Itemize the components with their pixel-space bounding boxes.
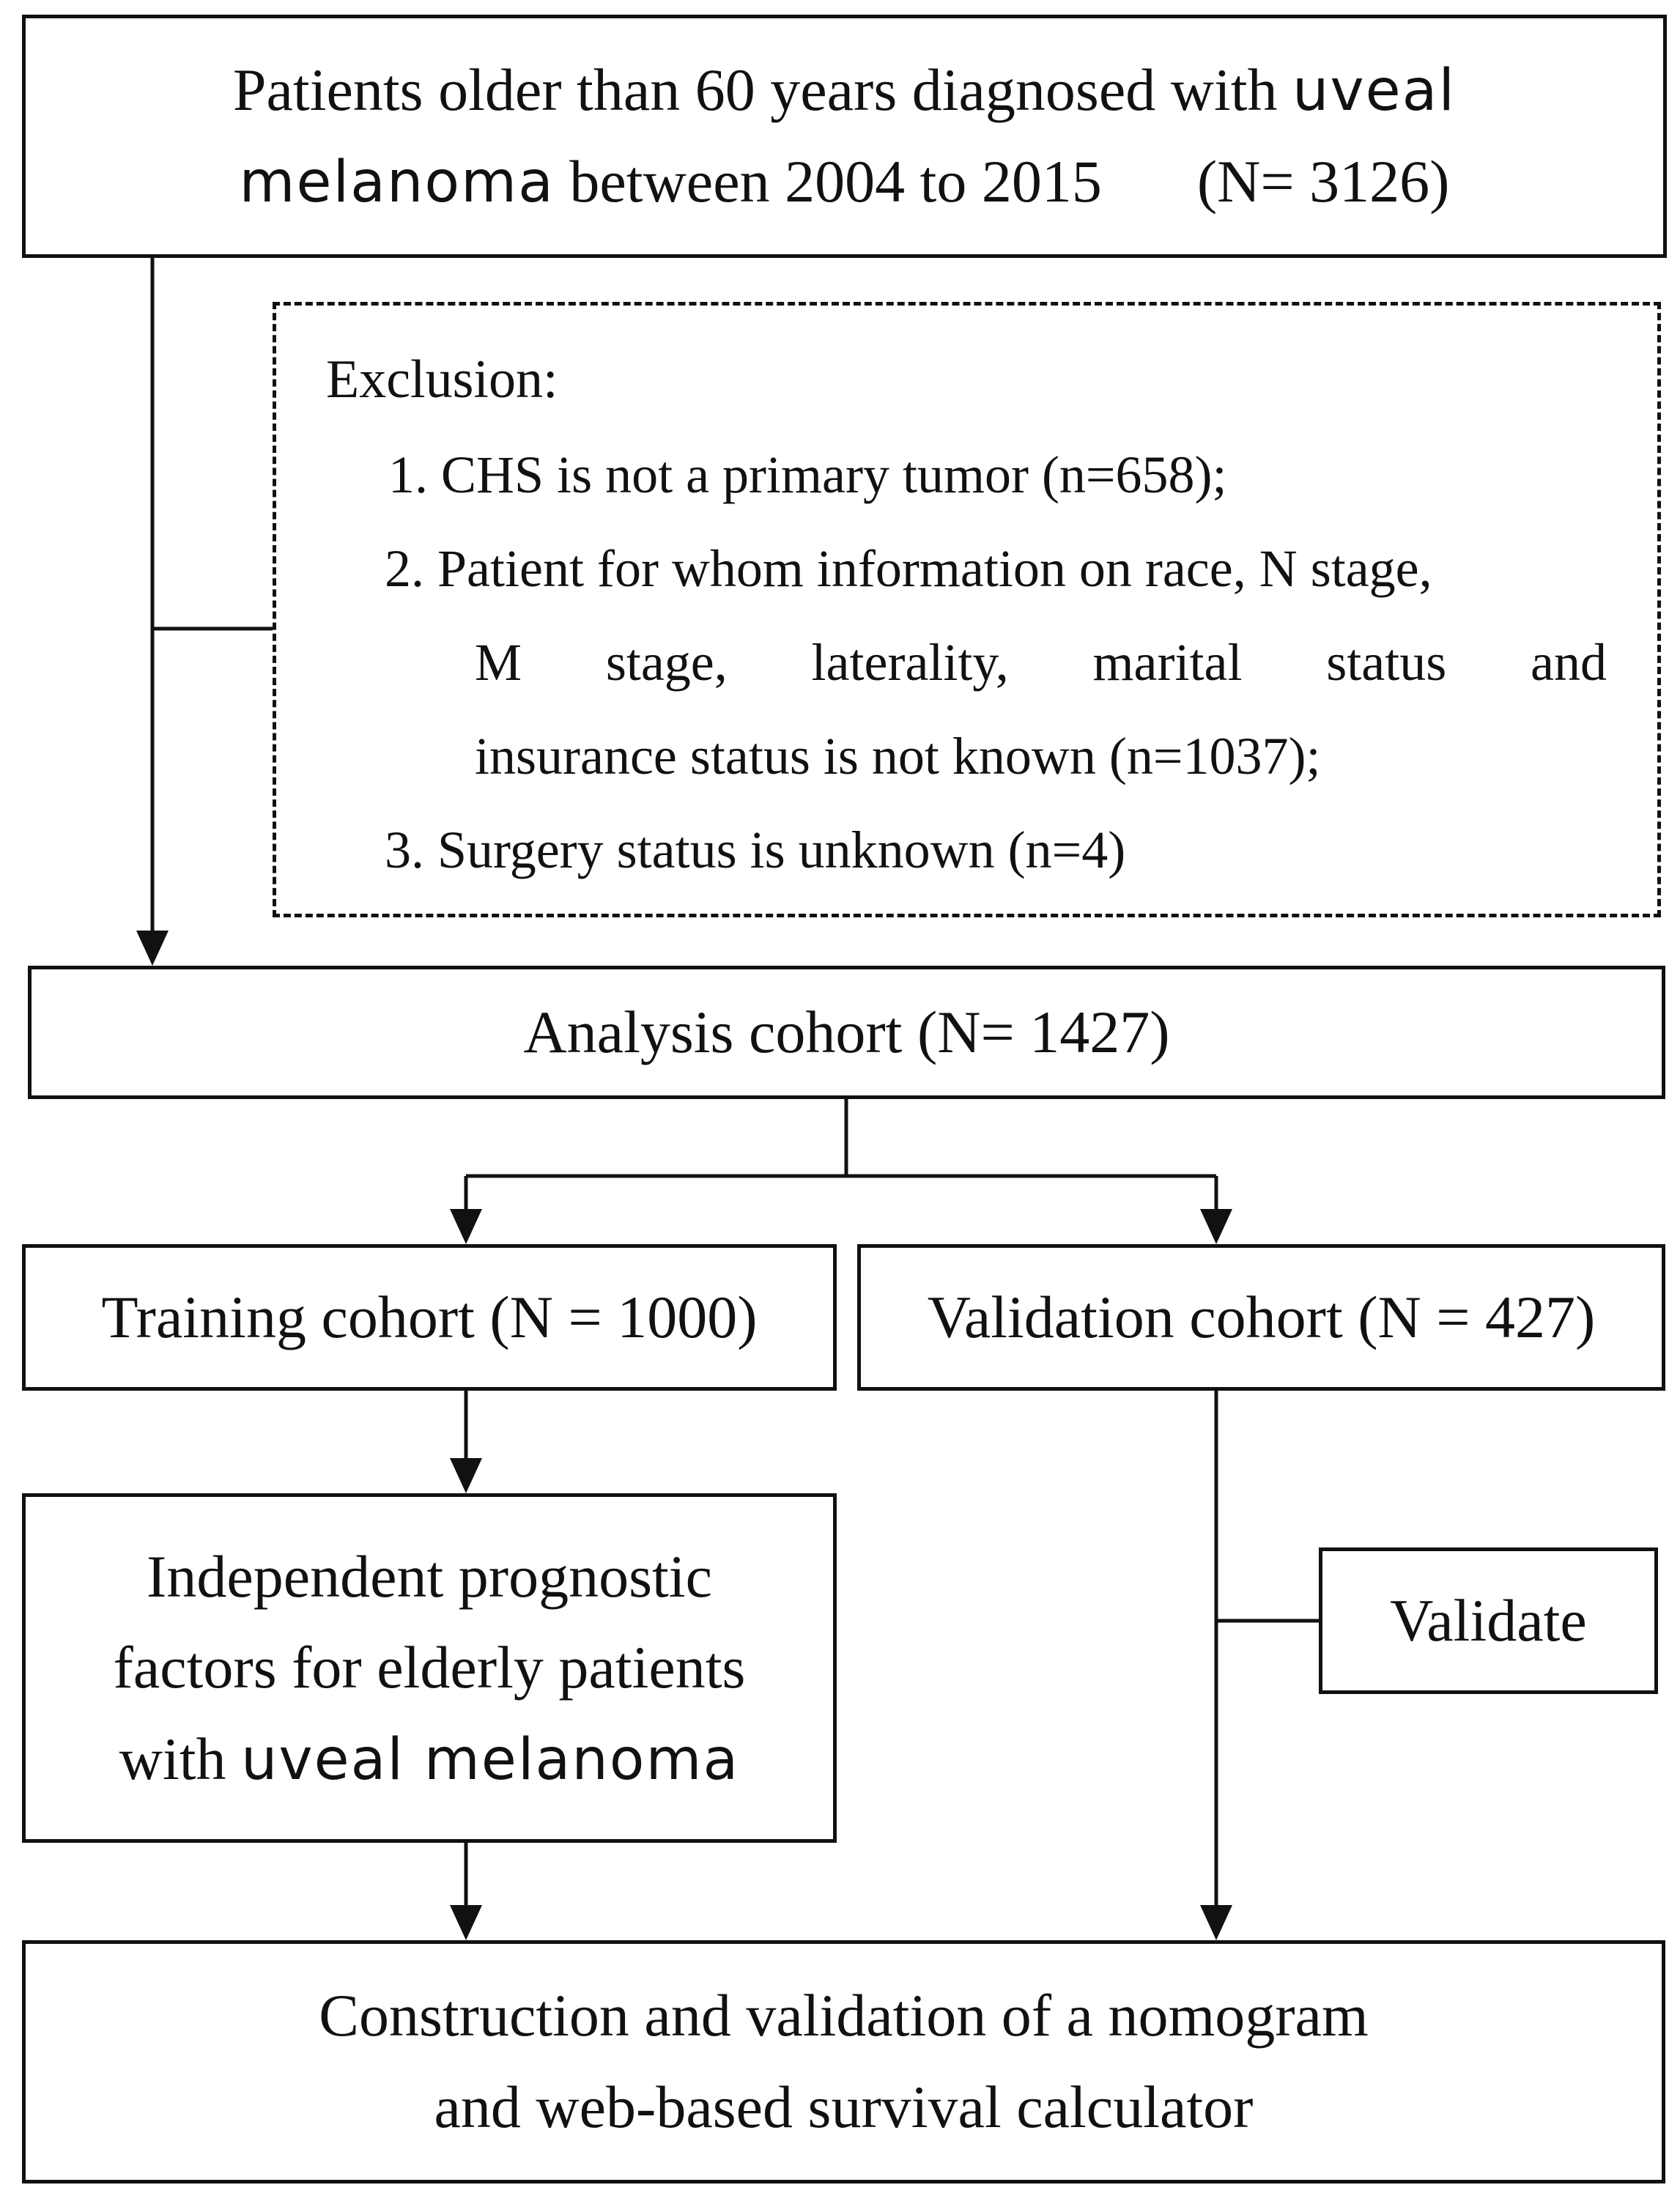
arrowhead-training [450, 1209, 482, 1244]
construction-line-1: Construction and validation of a nomogra… [319, 1982, 1369, 2049]
patients-box: Patients older than 60 years diagnosed w… [22, 15, 1667, 258]
prognostic-factors-line-3: with uveal melanoma [119, 1714, 740, 1805]
patients-line-1-disease: uveal [1292, 58, 1457, 125]
patients-line-2: melanoma between 2004 to 2015 (N= 3126) [240, 136, 1450, 228]
exclusion-item-2-line-3: insurance status is not known (n=1037); [475, 727, 1321, 785]
prognostic-factors-disease: uveal melanoma [241, 1726, 740, 1793]
arrowhead-final-left [450, 1905, 482, 1940]
exclusion-item-2-line-1: 2. Patient for whom information on race,… [385, 539, 1432, 598]
training-cohort-label: Training cohort (N = 1000) [101, 1283, 758, 1350]
patients-line-1: Patients older than 60 years diagnosed w… [233, 45, 1456, 136]
prognostic-factors-line-3-text: with [119, 1725, 242, 1792]
arrowhead-final-right [1200, 1905, 1232, 1940]
arrowhead-analysis [136, 931, 169, 966]
exclusion-box [273, 302, 1661, 917]
analysis-cohort-label: Analysis cohort (N= 1427) [523, 998, 1170, 1065]
arrowhead-factors [450, 1458, 482, 1493]
patients-line-1-text: Patients older than 60 years diagnosed w… [232, 56, 1293, 124]
patients-count: (N= 3126) [1196, 148, 1450, 215]
exclusion-item-1: 1. CHS is not a primary tumor (n=658); [388, 445, 1227, 504]
arrowhead-validation [1200, 1209, 1232, 1244]
prognostic-factors-line-1: Independent prognostic [147, 1542, 712, 1610]
construction-box: Construction and validation of a nomogra… [22, 1940, 1665, 2183]
prognostic-factors-box: Independent prognostic factors for elder… [22, 1493, 837, 1843]
validate-box: Validate [1319, 1547, 1658, 1694]
validation-cohort-label: Validation cohort (N = 427) [927, 1283, 1596, 1350]
validate-label: Validate [1390, 1586, 1587, 1654]
exclusion-item-2-line-2: M stage, laterality, marital status and [475, 633, 1607, 692]
patients-line-2-text: between 2004 to 2015 [554, 148, 1102, 215]
exclusion-item-3: 3. Surgery status is unknown (n=4) [385, 821, 1126, 879]
patients-line-2-disease: melanoma [239, 149, 555, 215]
training-cohort-box: Training cohort (N = 1000) [22, 1244, 837, 1391]
exclusion-title: Exclusion: [326, 350, 558, 410]
validation-cohort-box: Validation cohort (N = 427) [857, 1244, 1665, 1391]
construction-line-2: and web-based survival calculator [434, 2074, 1254, 2140]
analysis-cohort-box: Analysis cohort (N= 1427) [28, 966, 1665, 1099]
prognostic-factors-line-2: factors for elderly patients [113, 1634, 746, 1701]
